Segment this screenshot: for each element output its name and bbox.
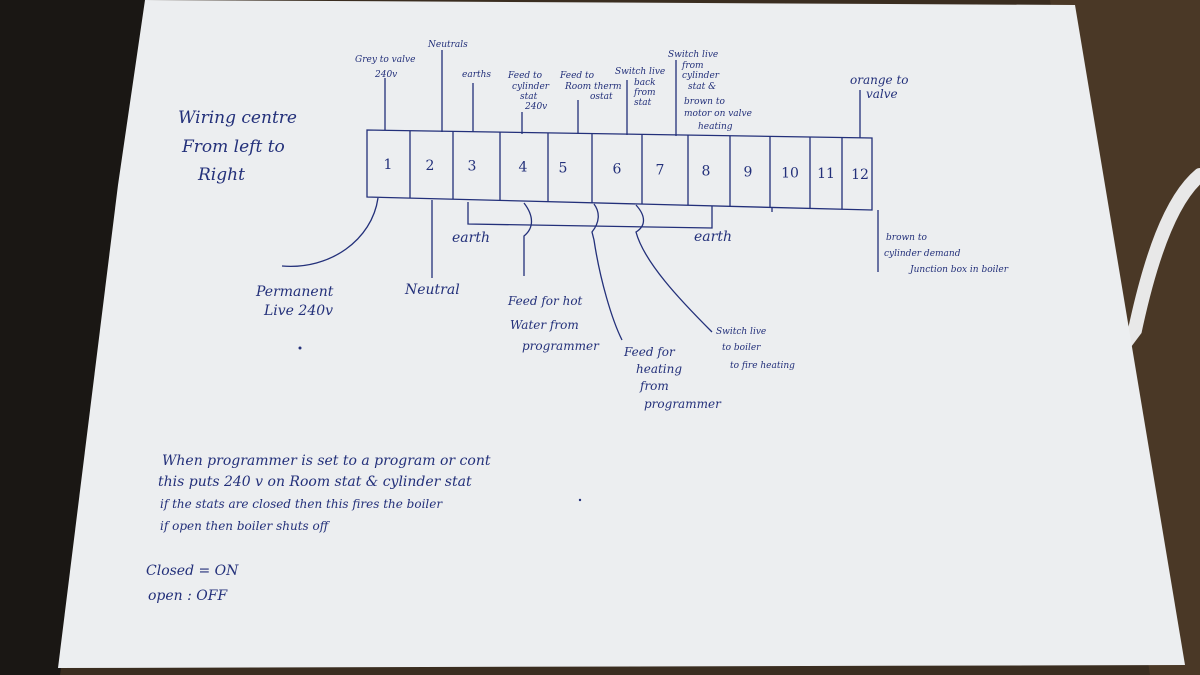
label-switch-cyl-6: motor on valve bbox=[684, 109, 752, 119]
label-neutral: Neutral bbox=[404, 282, 460, 298]
label-feed-cylinder-2: cylinder bbox=[512, 82, 550, 92]
label-heating-4: programmer bbox=[644, 397, 722, 411]
label-switch-back-3: from bbox=[633, 88, 656, 98]
label-switch-back-1: Switch live bbox=[615, 67, 665, 77]
terminal-number-1: 1 bbox=[384, 157, 393, 173]
label-heating-3: from bbox=[639, 379, 669, 393]
terminal-number-2: 2 bbox=[426, 158, 435, 174]
title-line-3: Right bbox=[197, 165, 245, 185]
note-line-3: if the stats are closed then this fires … bbox=[160, 497, 443, 511]
paper-sheet bbox=[58, 0, 1185, 668]
label-permanent-live-1: Permanent bbox=[255, 284, 334, 300]
label-hot-water-3: programmer bbox=[522, 339, 600, 353]
wire-hot-water bbox=[523, 202, 533, 276]
label-switch-cyl-2: from bbox=[681, 61, 704, 71]
terminal-number-11: 11 bbox=[817, 166, 835, 182]
terminal-block-outline bbox=[366, 129, 873, 211]
label-earths: earths bbox=[462, 70, 491, 80]
legend-open: open : OFF bbox=[148, 588, 229, 604]
label-brown-2: cylinder demand bbox=[884, 249, 961, 259]
label-brown-1: brown to bbox=[886, 233, 927, 243]
label-permanent-live-2: Live 240v bbox=[263, 303, 333, 319]
label-hot-water-2: Water from bbox=[510, 318, 579, 332]
pen-dot bbox=[298, 346, 302, 350]
label-feed-room-1: Feed to bbox=[559, 71, 595, 81]
terminal-number-12: 12 bbox=[851, 167, 869, 183]
label-feed-cylinder-4: 240v bbox=[524, 102, 547, 112]
note-line-4: if open then boiler shuts off bbox=[160, 519, 331, 533]
label-switch-cyl-1: Switch live bbox=[668, 50, 718, 60]
label-feed-cylinder-1: Feed to bbox=[507, 71, 543, 81]
pen-dot bbox=[578, 498, 582, 502]
legend-closed: Closed = ON bbox=[146, 563, 239, 579]
note-line-1: When programmer is set to a program or c… bbox=[162, 453, 491, 469]
terminal-number-5: 5 bbox=[559, 161, 568, 177]
label-orange-to-valve-1: orange to bbox=[850, 73, 909, 87]
terminal-number-4: 4 bbox=[519, 160, 528, 176]
label-switch-cyl-4: stat & bbox=[688, 82, 716, 92]
label-orange-to-valve-2: valve bbox=[866, 87, 898, 101]
note-line-2: this puts 240 v on Room stat & cylinder … bbox=[158, 474, 472, 490]
label-switch-live-3: to fire heating bbox=[730, 361, 795, 371]
label-switch-back-4: stat bbox=[634, 98, 652, 108]
label-heating-1: Feed for bbox=[623, 345, 676, 359]
terminal-number-8: 8 bbox=[702, 164, 711, 180]
wire-heating-feed bbox=[591, 203, 623, 341]
label-feed-cylinder-3: stat bbox=[520, 92, 538, 102]
terminal-number-3: 3 bbox=[468, 159, 477, 175]
label-heating-2: heating bbox=[636, 362, 682, 376]
dark-background bbox=[0, 0, 150, 675]
title-line-1: Wiring centre bbox=[178, 108, 297, 128]
label-grey-240v: 240v bbox=[374, 70, 397, 80]
label-switch-cyl-7: heating bbox=[698, 122, 733, 132]
label-earth-right: earth bbox=[694, 229, 732, 245]
title-line-2: From left to bbox=[181, 137, 285, 157]
terminal-number-10: 10 bbox=[781, 165, 799, 181]
terminal-number-7: 7 bbox=[656, 163, 665, 179]
label-switch-live-2: to boiler bbox=[722, 343, 761, 353]
terminal-number-6: 6 bbox=[613, 162, 622, 178]
label-hot-water-1: Feed for hot bbox=[507, 294, 583, 308]
label-brown-3: Junction box in boiler bbox=[908, 265, 1009, 275]
wire-permanent-live bbox=[281, 197, 379, 267]
wire-earth-bus bbox=[467, 202, 713, 229]
label-switch-cyl-5: brown to bbox=[684, 97, 725, 107]
white-cable bbox=[1113, 168, 1200, 357]
terminal-number-9: 9 bbox=[744, 164, 753, 180]
label-neutrals: Neutrals bbox=[427, 40, 468, 50]
label-switch-cyl-3: cylinder bbox=[682, 71, 720, 81]
label-earth-left: earth bbox=[452, 230, 490, 246]
wire-switch-live bbox=[635, 204, 713, 333]
label-switch-back-2: back bbox=[634, 78, 656, 88]
label-switch-live-1: Switch live bbox=[716, 327, 766, 337]
label-feed-room-2: Room therm bbox=[564, 82, 622, 92]
label-grey-to-valve: Grey to valve bbox=[355, 55, 415, 65]
label-feed-room-3: ostat bbox=[590, 92, 613, 102]
